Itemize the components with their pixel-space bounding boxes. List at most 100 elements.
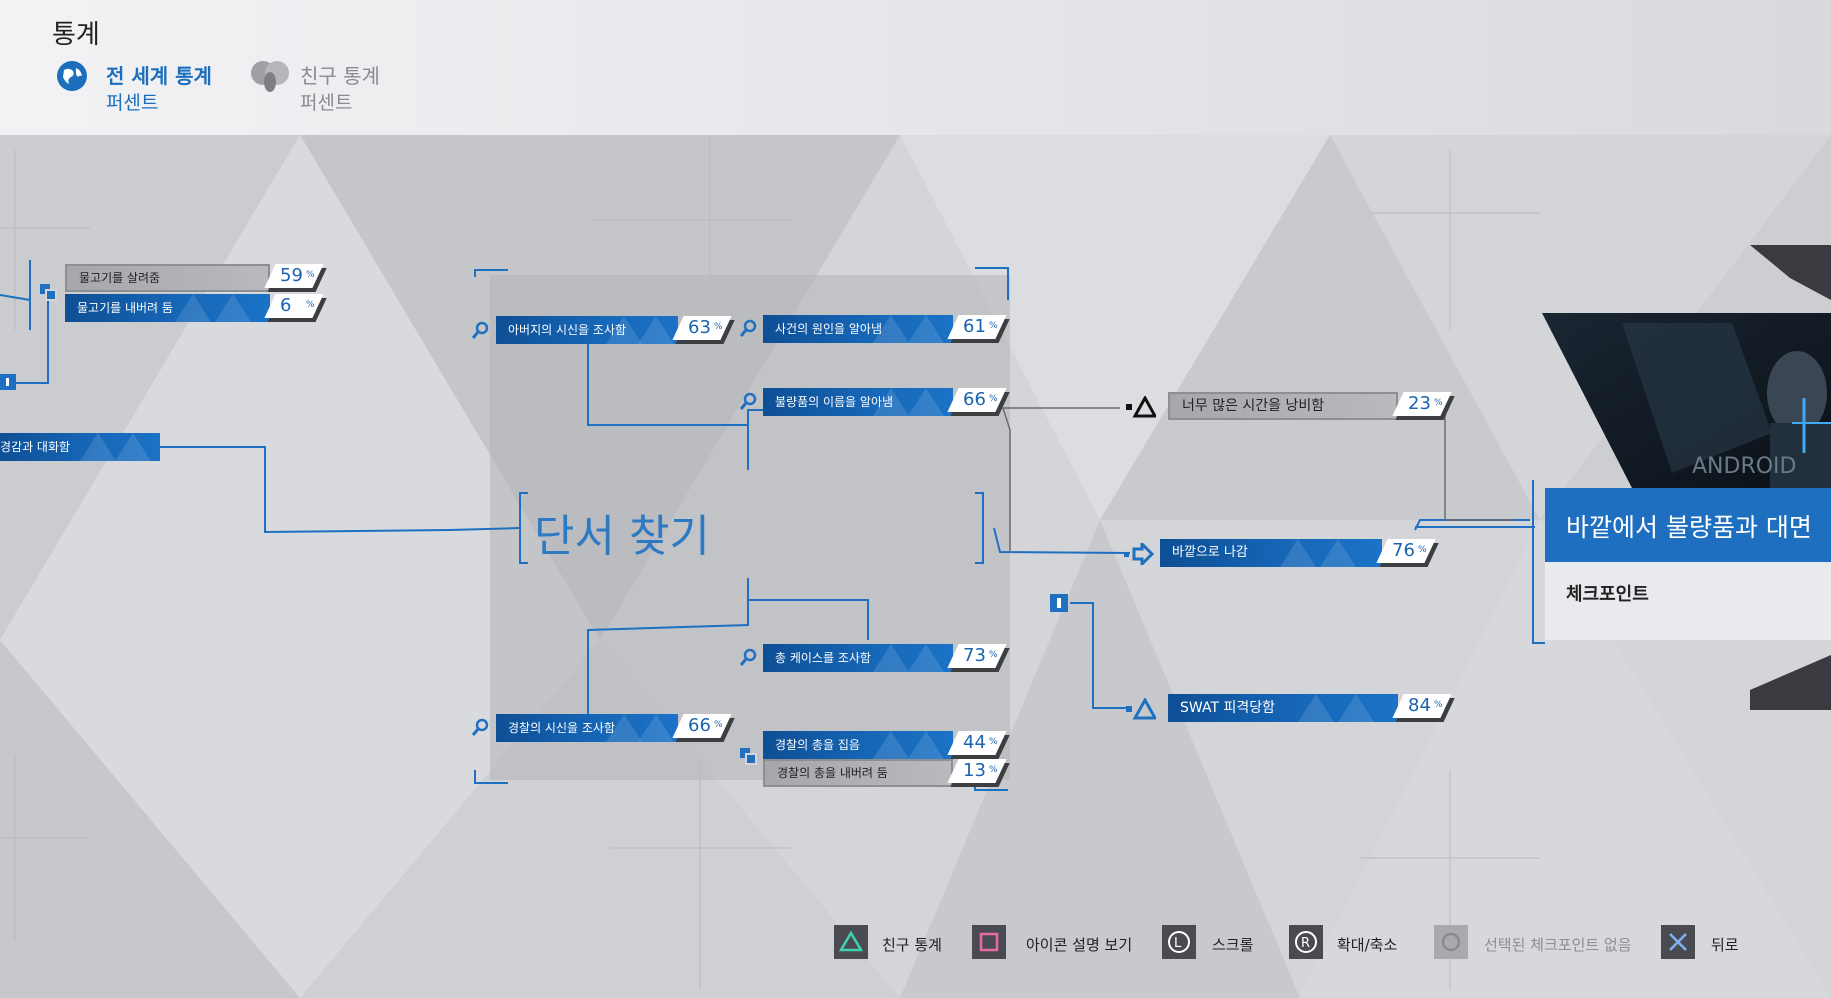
choice-bar: 경찰의 총을 내버려 둠 [763,759,953,787]
choice-label: 경찰의 시신을 조사함 [508,721,615,735]
percent-badge: 66% [947,388,1009,412]
svg-text:R: R [1301,936,1310,951]
thumbnail-text: ANDROID [1692,454,1796,479]
percent-unit: % [989,737,998,747]
percent-value: 63 [688,317,711,338]
tab-label: 친구 통계 [300,64,380,88]
percent-value: 73 [963,645,986,666]
choice-label: 물고기를 내버려 둠 [77,301,173,315]
percent-badge: 61% [947,315,1009,339]
percent-badge: 63% [672,316,734,340]
choice-bar: 불량품의 이름을 알아냄 [763,388,953,416]
choice-label: 물고기를 살려줌 [79,271,161,285]
square-button-icon [972,925,1006,959]
percent-badge: 23% [1392,392,1454,416]
percent-value: 13 [963,760,986,781]
page-title: 통계 [52,20,100,50]
choice-label: 사건의 원인을 알아냄 [775,322,882,336]
magnifier-icon [472,321,489,339]
multi-choice-icon [740,748,757,765]
multi-choice-icon [40,284,57,301]
choice-label: 너무 많은 시간을 낭비함 [1182,398,1325,414]
tab-sublabel: 퍼센트 [106,92,159,114]
percent-badge: 6% [264,294,326,318]
triangle-button-icon [834,925,868,959]
choice-bar: 물고기를 내버려 둠 [65,294,270,322]
percent-value: 61 [963,316,986,337]
percent-badge: 76% [1376,539,1438,563]
circle-button-icon [1434,925,1468,959]
percent-value: 44 [963,732,986,753]
percent-value: 66 [963,389,986,410]
percent-badge: 44% [947,731,1009,755]
checkpoint-thumbnail[interactable]: ANDROID [1542,313,1831,488]
percent-badge: 73% [947,644,1009,668]
percent-unit: % [989,650,998,660]
magnifier-icon [740,319,757,337]
percent-value: 6 [280,295,292,316]
hint-label: 아이콘 설명 보기 [1026,936,1133,954]
choice-label: 경찰의 총을 집음 [775,738,860,752]
magnifier-icon [740,648,757,666]
choice-label: 바깥으로 나감 [1172,545,1248,560]
svg-text:L: L [1174,936,1182,951]
choice-bar: 사건의 원인을 알아냄 [763,315,953,343]
percent-value: 59 [280,265,303,286]
checkpoint-title-bar[interactable]: 바깥에서 불량품과 대면 [1545,488,1831,562]
percent-unit: % [714,720,723,730]
checkpoint-subtitle: 체크포인트 [1566,584,1649,605]
percent-badge: 84% [1392,694,1454,718]
hint-label: 확대/축소 [1337,936,1398,954]
percent-unit: % [989,394,998,404]
exit-arrow-icon [1124,543,1155,565]
percent-value: 66 [688,715,711,736]
percent-unit: % [989,765,998,775]
percent-unit: % [1418,545,1427,555]
chapter-title: 단서 찾기 [534,511,710,562]
choice-bar: 물고기를 살려줌 [65,264,270,292]
left-stick-icon: L [1162,925,1196,959]
choice-label: 경감과 대화함 [0,440,71,454]
percent-badge: 66% [672,714,734,738]
chapter-link-icon [1050,594,1068,612]
choice-bar: 경찰의 총을 집음 [763,731,953,759]
magnifier-icon [740,392,757,410]
checkpoint-info: 체크포인트 [1545,562,1831,640]
choice-bar: 아버지의 시신을 조사함 [496,316,678,344]
checkpoint-title: 바깥에서 불량품과 대면 [1566,513,1812,542]
hint-label: 선택된 체크포인트 없음 [1484,936,1632,954]
percent-badge: 59% [264,264,326,288]
percent-value: 84 [1408,695,1431,716]
percent-value: 23 [1408,393,1431,414]
tab-label: 전 세계 통계 [106,64,212,88]
tab-sublabel: 퍼센트 [300,92,353,114]
hint-label: 스크롤 [1212,936,1254,954]
choice-label: 총 케이스를 조사함 [775,651,871,665]
friends-icon [251,61,289,92]
tab-friends-stats[interactable]: 친구 통계 퍼센트 [250,58,410,118]
triangle-icon [1126,698,1156,720]
choice-bar: 경찰의 시신을 조사함 [496,714,678,742]
hint-label: 뒤로 [1711,936,1739,954]
choice-label: 불량품의 이름을 알아냄 [775,395,894,409]
choice-bar: 바깥으로 나감 [1160,539,1382,567]
checkpoint-scene-image: ANDROID [1542,313,1831,488]
choice-bar: SWAT 피격당함 [1168,694,1398,722]
percent-unit: % [989,321,998,331]
header-band [0,0,1831,135]
tab-global-stats[interactable]: 전 세계 통계 퍼센트 [56,58,246,118]
percent-unit: % [714,322,723,332]
triangle-icon [1126,396,1156,418]
hint-label: 친구 통계 [882,936,942,954]
percent-value: 76 [1392,540,1415,561]
chapter-link-icon [0,374,16,390]
percent-unit: % [306,300,315,310]
globe-icon [57,61,87,91]
percent-unit: % [306,270,315,280]
percent-unit: % [1434,700,1443,710]
right-stick-icon: R [1289,925,1323,959]
percent-badge: 13% [947,759,1009,783]
choice-bar: 총 케이스를 조사함 [763,644,953,672]
choice-label: SWAT 피격당함 [1180,700,1275,716]
percent-unit: % [1434,398,1443,408]
